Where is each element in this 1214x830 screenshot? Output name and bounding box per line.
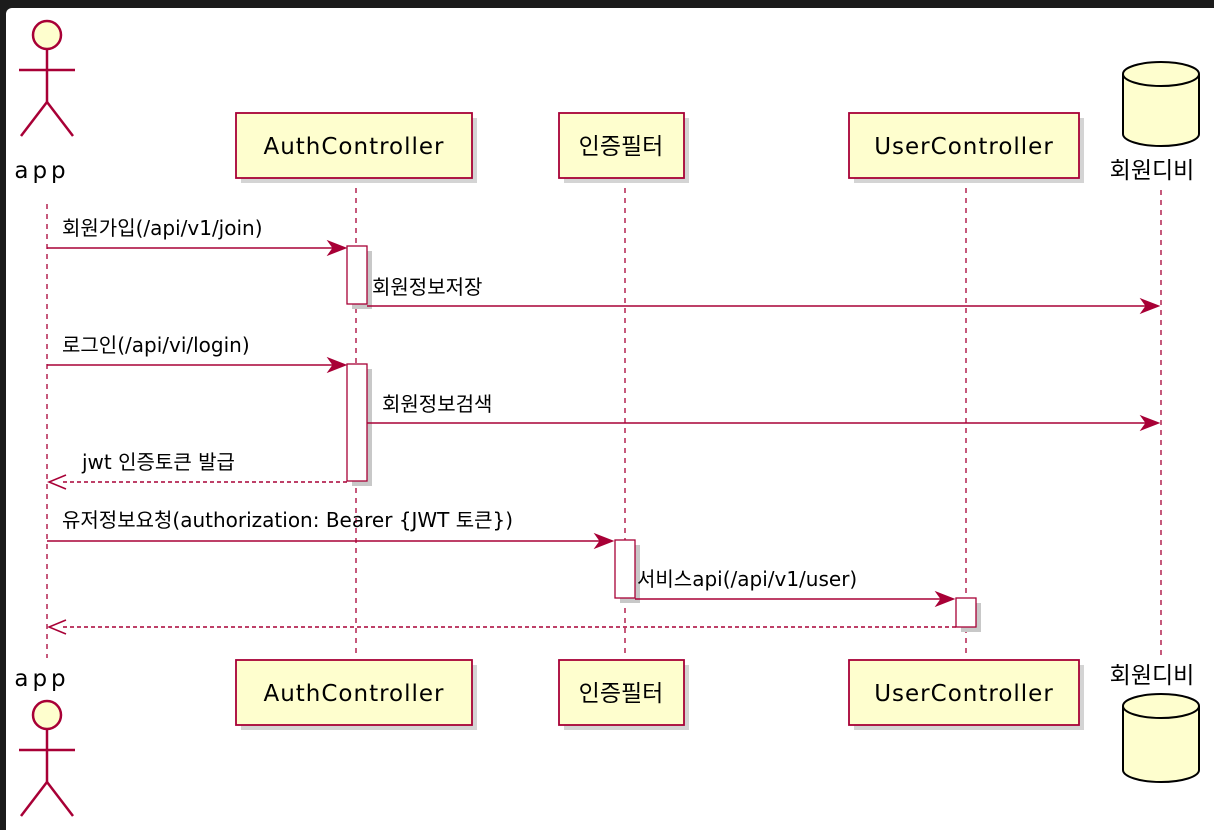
message-1-label: 회원가입(/api/v1/join) <box>62 216 263 240</box>
message-6: 유저정보요청(authorization: Bearer {JWT 토큰}) <box>47 508 615 550</box>
activation-filter <box>614 539 640 603</box>
message-4-label: 회원정보검색 <box>382 392 492 416</box>
message-7-label: 서비스api(/api/v1/user) <box>637 567 857 591</box>
message-8-return <box>47 619 956 635</box>
participant-label-filter-top: 인증필터 <box>579 134 664 160</box>
participant-label-auth-top: AuthController <box>263 134 444 160</box>
participant-label-db-bottom: 회원디비 <box>1110 663 1195 689</box>
participant-label-db-top: 회원디비 <box>1110 158 1195 184</box>
message-4: 회원정보검색 <box>367 392 1161 432</box>
message-1: 회원가입(/api/v1/join) <box>47 216 348 257</box>
participant-box-user-bottom: UserController <box>848 659 1084 730</box>
message-5-label: jwt 인증토큰 발급 <box>81 450 235 474</box>
participant-label-user-bottom: UserController <box>874 681 1054 707</box>
message-5: jwt 인증토큰 발급 <box>47 450 347 490</box>
participant-label-app-top: app <box>14 158 69 184</box>
actor-app-top <box>19 19 75 137</box>
actor-app-bottom <box>19 699 75 817</box>
participant-box-user-top: UserController <box>848 112 1084 183</box>
activation-auth-2 <box>346 363 372 486</box>
activation-user <box>955 597 981 632</box>
participant-label-filter-bottom: 인증필터 <box>579 681 664 707</box>
sequence-diagram: app AuthController 인증필터 UserController 회… <box>14 19 1200 817</box>
database-icon-top <box>1122 61 1200 147</box>
participant-box-auth-top: AuthController <box>235 112 477 183</box>
message-2-label: 회원정보저장 <box>372 275 482 299</box>
participant-box-filter-bottom: 인증필터 <box>558 659 689 730</box>
message-3-label: 로그인(/api/vi/login) <box>62 333 250 357</box>
diagram-canvas: app AuthController 인증필터 UserController 회… <box>6 8 1214 830</box>
participant-box-auth-bottom: AuthController <box>235 659 477 730</box>
message-6-label: 유저정보요청(authorization: Bearer {JWT 토큰}) <box>62 508 513 532</box>
message-7: 서비스api(/api/v1/user) <box>635 567 956 608</box>
participant-label-auth-bottom: AuthController <box>263 681 444 707</box>
participant-label-app-bottom: app <box>14 666 69 692</box>
activation-auth-1 <box>346 245 372 309</box>
participant-box-filter-top: 인증필터 <box>558 112 689 183</box>
participant-label-user-top: UserController <box>874 134 1054 160</box>
database-icon-bottom <box>1122 693 1200 783</box>
message-3: 로그인(/api/vi/login) <box>47 333 348 374</box>
message-2: 회원정보저장 <box>367 275 1161 315</box>
